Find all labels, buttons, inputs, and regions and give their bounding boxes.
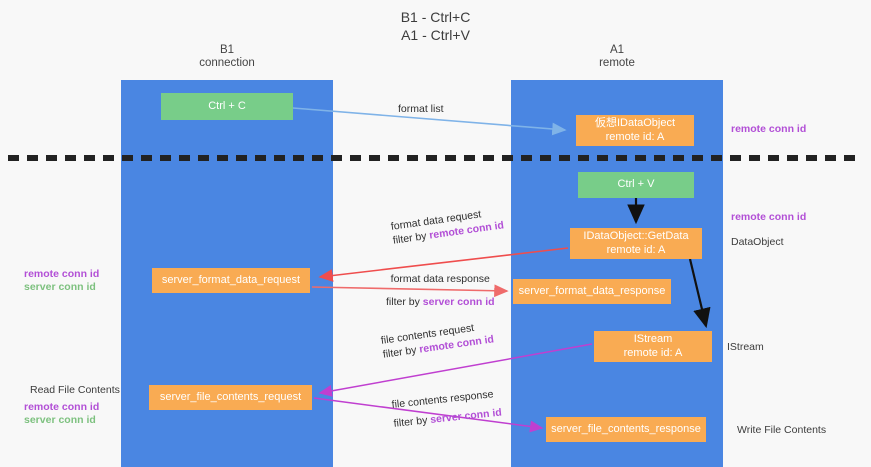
node-ctrl-v[interactable]: Ctrl + V [578, 172, 694, 198]
node-server-file-contents-request[interactable]: server_file_contents_request [149, 385, 312, 410]
annotation-left-conn-ids-bottom: remote conn id server conn id [24, 401, 99, 427]
edge-label-format-list-text: format list [398, 103, 444, 115]
annotation-left-remote-conn-id-2: remote conn id [24, 401, 100, 413]
edge-label-format-data-response-filter-key: server conn id [422, 296, 495, 308]
node-server-format-data-request[interactable]: server_format_data_request [152, 268, 310, 293]
lane-header-a1-name: A1 [609, 44, 625, 56]
node-virtual-idataobject-label: 仮想IDataObject [594, 117, 676, 129]
node-server-file-contents-response[interactable]: server_file_contents_response [546, 417, 706, 442]
annotation-left-server-conn-id-1: server conn id [24, 281, 96, 293]
node-server-file-contents-request-label: server_file_contents_request [159, 390, 302, 403]
node-istream[interactable]: IStream remote id: A [594, 331, 712, 362]
title-line-1: B1 - Ctrl+C [400, 9, 471, 25]
lane-header-a1-role: remote [599, 57, 635, 69]
node-istream-remote-id: remote id: A [623, 346, 683, 359]
annotation-left-server-conn-id-2: server conn id [24, 414, 96, 426]
page-title: B1 - Ctrl+C A1 - Ctrl+V [0, 8, 871, 44]
node-server-format-data-response[interactable]: server_format_data_response [513, 279, 671, 304]
node-server-format-data-response-label: server_format_data_response [518, 284, 666, 297]
edge-label-format-data-request-filter-prefix: filter by [392, 229, 431, 247]
edge-label-file-contents-response: file contents response filter by server … [391, 387, 502, 431]
title-line-2: A1 - Ctrl+V [401, 27, 470, 43]
edge-label-file-contents-response-filter-prefix: filter by [393, 414, 431, 430]
edge-label-format-data-request: format data request filter by remote con… [390, 204, 505, 247]
annotation-dataobject: DataObject [731, 236, 784, 248]
lane-header-b1-name: B1 [219, 44, 235, 56]
edge-label-format-data-response: format data response filter by server co… [386, 272, 495, 309]
annotation-remote-conn-id-top: remote conn id [731, 123, 807, 135]
lane-header-a1: A1 remote [511, 44, 723, 70]
edge-label-format-data-response-filter-prefix: filter by [386, 296, 423, 308]
node-idataobject-getdata[interactable]: IDataObject::GetData remote id: A [570, 228, 702, 259]
node-virtual-idataobject[interactable]: 仮想IDataObject remote id: A [576, 115, 694, 146]
edge-label-file-contents-response-filter-key: server conn id [429, 406, 503, 426]
node-ctrl-c[interactable]: Ctrl + C [161, 93, 293, 120]
annotation-write-file-contents: Write File Contents [737, 424, 827, 436]
annotation-left-remote-conn-id-1: remote conn id [24, 268, 100, 280]
phase-separator-dashed-line [8, 155, 863, 161]
annotation-remote-conn-id-mid: remote conn id [731, 211, 807, 223]
node-server-format-data-request-label: server_format_data_request [161, 273, 301, 286]
annotation-left-conn-ids-middle: remote conn id server conn id [24, 268, 99, 294]
node-idataobject-getdata-remote-id: remote id: A [606, 243, 666, 256]
node-idataobject-getdata-label: IDataObject::GetData [583, 230, 689, 242]
node-virtual-idataobject-remote-id: remote id: A [605, 130, 665, 143]
edge-label-format-data-response-text: format data response [390, 273, 490, 285]
node-ctrl-v-label: Ctrl + V [617, 178, 655, 191]
node-server-file-contents-response-label: server_file_contents_response [551, 422, 701, 435]
annotation-read-file-contents: Read File Contents [30, 384, 120, 396]
lane-header-b1: B1 connection [121, 44, 333, 70]
node-istream-label: IStream [633, 333, 673, 345]
edge-label-file-contents-request: file contents request filter by remote c… [380, 318, 495, 361]
node-ctrl-c-label: Ctrl + C [208, 99, 246, 112]
edge-label-format-list: format list [398, 102, 444, 116]
edge-label-file-contents-request-filter-prefix: filter by [382, 343, 421, 361]
lane-header-b1-role: connection [199, 57, 255, 69]
annotation-istream: IStream [727, 341, 764, 353]
